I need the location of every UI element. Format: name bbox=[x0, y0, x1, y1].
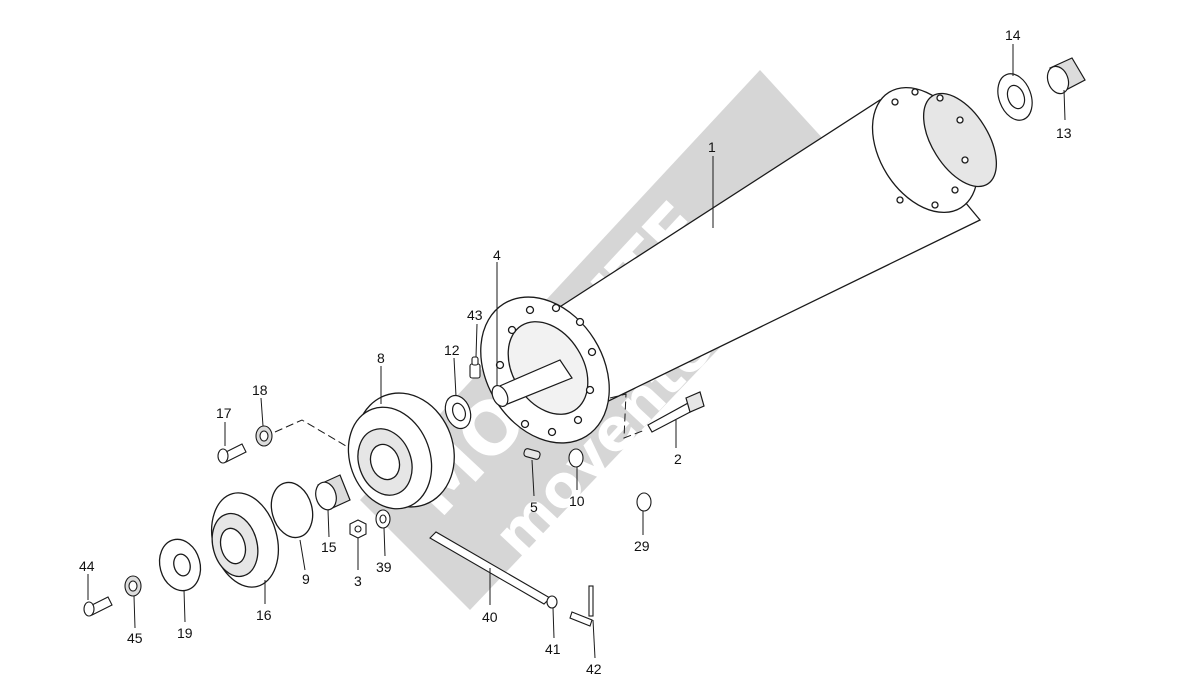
part-43-grease-nipple bbox=[469, 356, 481, 379]
label-part-41: 41 bbox=[545, 641, 561, 657]
label-part-42: 42 bbox=[586, 661, 602, 677]
label-part-4: 4 bbox=[493, 247, 501, 263]
label-part-3: 3 bbox=[354, 573, 362, 589]
part-44-bolt bbox=[83, 596, 113, 617]
label-part-14: 14 bbox=[1005, 27, 1021, 43]
label-part-9: 9 bbox=[302, 571, 310, 587]
part-4-axle-stub bbox=[491, 359, 573, 407]
label-part-17: 17 bbox=[216, 405, 232, 421]
label-part-8: 8 bbox=[377, 350, 385, 366]
part-10-cap bbox=[568, 448, 584, 468]
label-part-45: 45 bbox=[127, 630, 143, 646]
part-17-bolt bbox=[217, 443, 247, 464]
label-part-43: 43 bbox=[467, 307, 483, 323]
part-42-valve bbox=[569, 585, 594, 627]
part-12-seal bbox=[444, 394, 472, 430]
part-9-o-ring bbox=[270, 481, 314, 539]
part-3-nut bbox=[349, 519, 367, 539]
label-part-12: 12 bbox=[444, 342, 460, 358]
label-part-18: 18 bbox=[252, 382, 268, 398]
part-29-cap bbox=[636, 492, 652, 512]
label-part-40: 40 bbox=[482, 609, 498, 625]
part-18-bearing bbox=[255, 425, 273, 447]
part-labels: 1 2 3 4 5 8 9 10 12 13 14 15 16 17 18 19… bbox=[79, 27, 1072, 677]
assembly-lines bbox=[274, 393, 646, 447]
label-part-15: 15 bbox=[321, 539, 337, 555]
label-part-2: 2 bbox=[674, 451, 682, 467]
part-19-washer bbox=[158, 538, 202, 592]
label-part-16: 16 bbox=[256, 607, 272, 623]
part-16-housing bbox=[211, 492, 279, 588]
part-13-bearing bbox=[1046, 57, 1086, 95]
part-15-bearing bbox=[315, 474, 351, 511]
label-part-1: 1 bbox=[708, 139, 716, 155]
label-part-29: 29 bbox=[634, 538, 650, 554]
label-part-44: 44 bbox=[79, 558, 95, 574]
label-part-13: 13 bbox=[1056, 125, 1072, 141]
part-14-seal bbox=[997, 73, 1033, 121]
label-part-19: 19 bbox=[177, 625, 193, 641]
part-41-clip bbox=[546, 595, 558, 609]
label-part-10: 10 bbox=[569, 493, 585, 509]
part-2-bolt bbox=[647, 391, 705, 433]
label-part-39: 39 bbox=[376, 559, 392, 575]
label-part-5: 5 bbox=[530, 499, 538, 515]
leader-lines bbox=[87, 44, 1066, 659]
part-5-key bbox=[523, 448, 541, 460]
part-1-hub-body bbox=[480, 86, 998, 444]
part-8-brake-drum bbox=[347, 392, 455, 510]
part-39-washer bbox=[375, 509, 391, 529]
part-45-bearing bbox=[124, 575, 142, 597]
